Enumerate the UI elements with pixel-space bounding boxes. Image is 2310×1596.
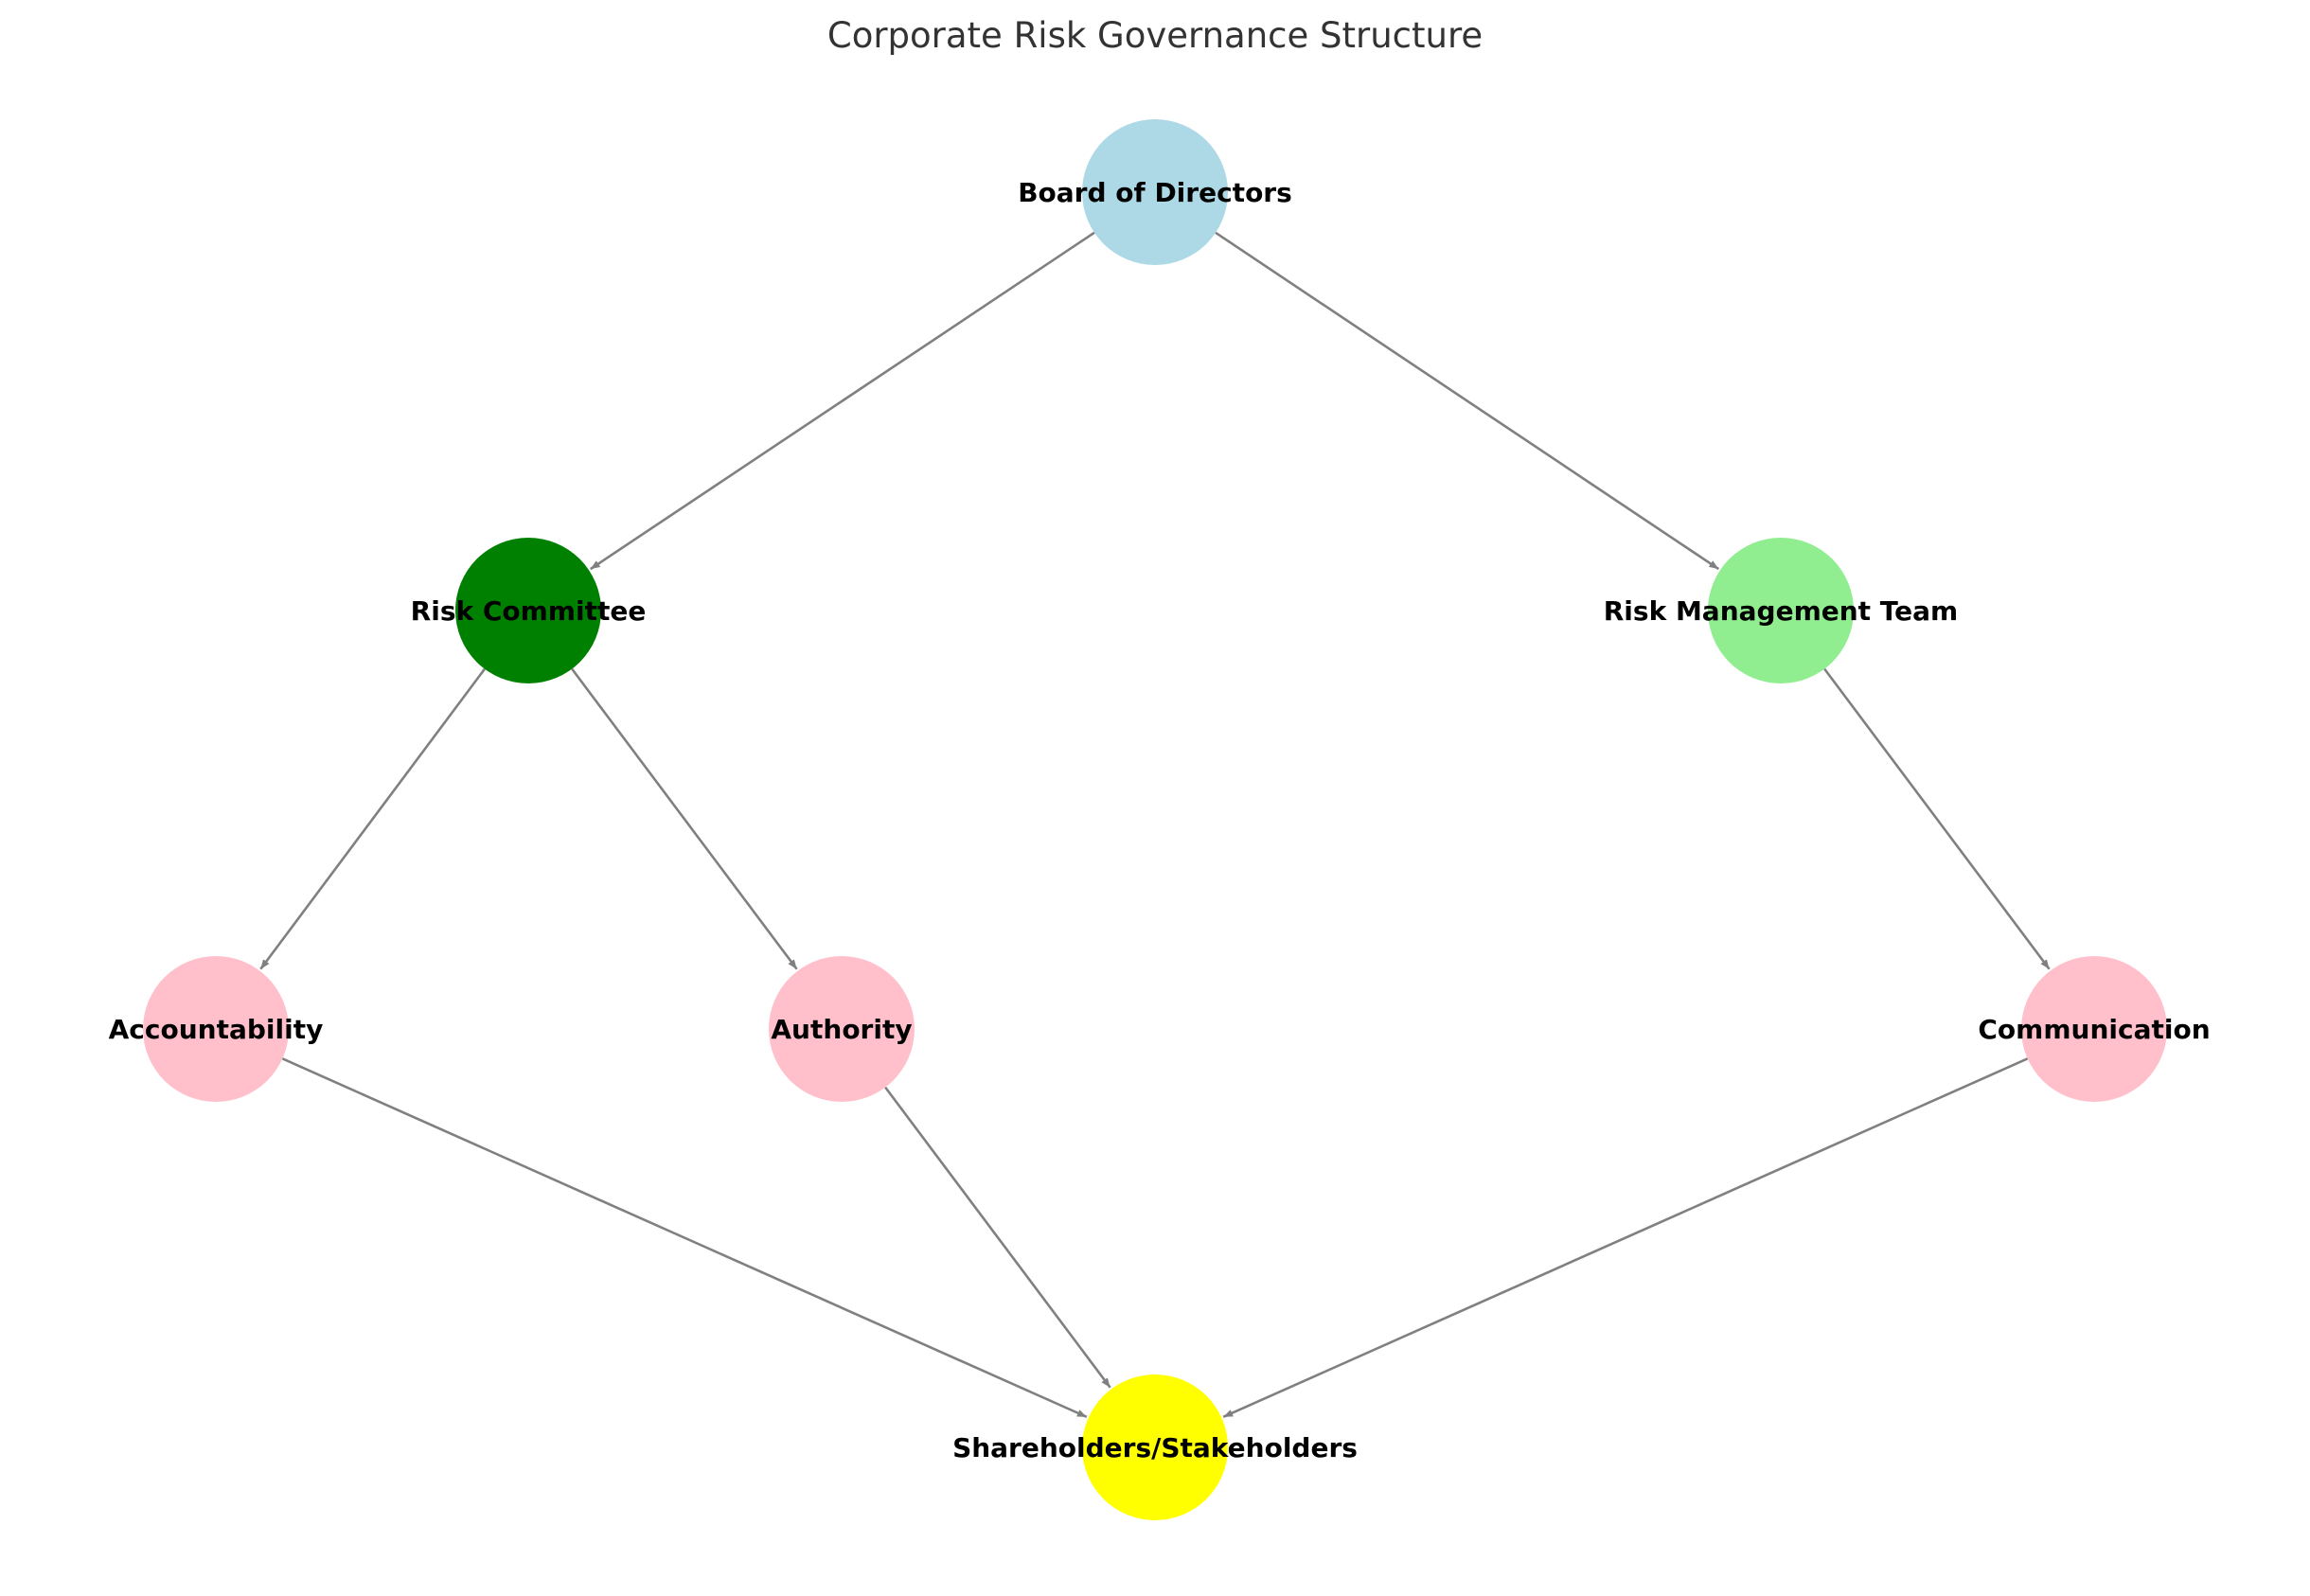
node-label-board: Board of Directors: [1018, 177, 1292, 208]
edge-board-to-team: [1215, 231, 1720, 571]
node-label-communication: Communication: [1978, 1014, 2210, 1045]
node-circle-communication: [2021, 956, 2167, 1102]
node-team: Risk Management Team: [1604, 538, 1959, 683]
node-label-accountability: Accountability: [109, 1014, 324, 1045]
node-circle-team: [1708, 538, 1854, 683]
node-circle-committee: [455, 538, 601, 683]
node-stakeholders: Shareholders/Stakeholders: [952, 1374, 1358, 1520]
node-committee: Risk Committee: [411, 538, 647, 683]
node-label-stakeholders: Shareholders/Stakeholders: [952, 1432, 1358, 1463]
node-label-committee: Risk Committee: [411, 595, 647, 627]
diagram-title: Corporate Risk Governance Structure: [827, 15, 1483, 56]
node-authority: Authority: [769, 956, 915, 1102]
node-circle-board: [1082, 119, 1228, 265]
edge-accountability-to-stakeholders: [281, 1057, 1088, 1419]
node-label-authority: Authority: [771, 1014, 912, 1045]
node-circle-stakeholders: [1082, 1374, 1228, 1520]
edge-communication-to-stakeholders: [1222, 1057, 2029, 1419]
edge-committee-to-authority: [571, 667, 798, 970]
node-label-team: Risk Management Team: [1604, 595, 1959, 627]
node-board: Board of Directors: [1018, 119, 1292, 265]
node-communication: Communication: [1978, 956, 2211, 1102]
node-accountability: Accountability: [109, 956, 324, 1102]
node-circle-accountability: [143, 956, 289, 1102]
edge-authority-to-stakeholders: [884, 1086, 1111, 1389]
edge-board-to-committee: [589, 231, 1095, 571]
edges-layer: [259, 231, 2051, 1419]
edge-committee-to-accountability: [259, 667, 486, 970]
edge-team-to-communication: [1823, 667, 2051, 970]
node-circle-authority: [769, 956, 915, 1102]
